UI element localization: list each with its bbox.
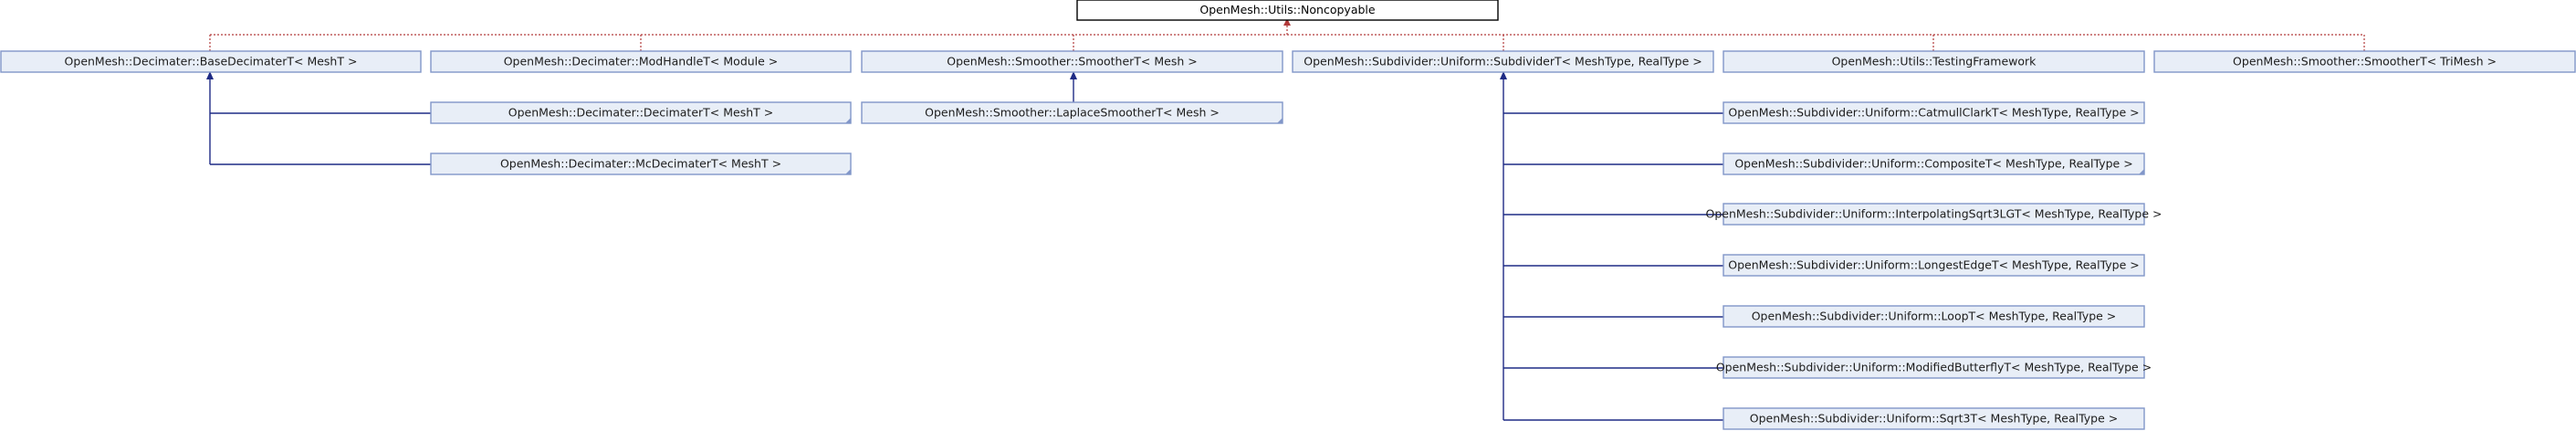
- node-label: OpenMesh::Subdivider::Uniform::LongestEd…: [1728, 258, 2139, 272]
- node-label: OpenMesh::Subdivider::Uniform::ModifiedB…: [1716, 361, 2152, 374]
- node-loop[interactable]: OpenMesh::Subdivider::Uniform::LoopT< Me…: [1723, 305, 2145, 328]
- node-base-decimater[interactable]: OpenMesh::Decimater::BaseDecimaterT< Mes…: [0, 50, 422, 73]
- edge-subdivider-children: [1503, 74, 1723, 421]
- node-testing-framework[interactable]: OpenMesh::Utils::TestingFramework: [1723, 50, 2145, 73]
- node-decimater[interactable]: OpenMesh::Decimater::DecimaterT< MeshT >: [430, 101, 852, 124]
- node-mod-handle[interactable]: OpenMesh::Decimater::ModHandleT< Module …: [430, 50, 852, 73]
- subdivider-arrowhead: [1500, 71, 1507, 79]
- node-label: OpenMesh::Utils::TestingFramework: [1832, 55, 2037, 68]
- node-mc-decimater[interactable]: OpenMesh::Decimater::McDecimaterT< MeshT…: [430, 152, 852, 175]
- corner-marker: [2139, 169, 2144, 174]
- node-label: OpenMesh::Subdivider::Uniform::Subdivide…: [1304, 55, 1702, 68]
- node-sqrt3[interactable]: OpenMesh::Subdivider::Uniform::Sqrt3T< M…: [1723, 407, 2145, 430]
- node-utils-noncopyable[interactable]: OpenMesh::Utils::Noncopyable: [1076, 0, 1499, 21]
- smoother-arrowhead: [1070, 71, 1077, 79]
- node-longest-edge[interactable]: OpenMesh::Subdivider::Uniform::LongestEd…: [1723, 254, 2145, 277]
- node-label: OpenMesh::Subdivider::Uniform::LoopT< Me…: [1752, 310, 2117, 323]
- edges: [206, 18, 2365, 421]
- node-smoother[interactable]: OpenMesh::Smoother::SmootherT< Mesh >: [861, 50, 1283, 73]
- node-label: OpenMesh::Smoother::SmootherT< Mesh >: [947, 55, 1197, 68]
- edge-base-decimater-children: [209, 74, 431, 165]
- node-catmull-clark[interactable]: OpenMesh::Subdivider::Uniform::CatmullCl…: [1723, 101, 2145, 124]
- node-label: OpenMesh::Smoother::LaplaceSmootherT< Me…: [925, 106, 1220, 120]
- node-smoother-trimesh[interactable]: OpenMesh::Smoother::SmootherT< TriMesh >: [2153, 50, 2576, 73]
- corner-marker: [845, 169, 851, 174]
- node-composite[interactable]: OpenMesh::Subdivider::Uniform::Composite…: [1723, 152, 2145, 175]
- node-label: OpenMesh::Subdivider::Uniform::Sqrt3T< M…: [1750, 412, 2119, 426]
- node-label: OpenMesh::Subdivider::Uniform::CatmullCl…: [1728, 106, 2139, 120]
- node-modified-butterfly[interactable]: OpenMesh::Subdivider::Uniform::ModifiedB…: [1716, 356, 2152, 379]
- node-label: OpenMesh::Subdivider::Uniform::Composite…: [1734, 157, 2132, 171]
- corner-marker: [1277, 118, 1283, 123]
- node-label: OpenMesh::Decimater::DecimaterT< MeshT >: [508, 106, 773, 120]
- node-label: OpenMesh::Subdivider::Uniform::Interpola…: [1706, 207, 2162, 221]
- node-label: OpenMesh::Decimater::BaseDecimaterT< Mes…: [65, 55, 358, 68]
- node-subdivider[interactable]: OpenMesh::Subdivider::Uniform::Subdivide…: [1292, 50, 1714, 73]
- node-label: OpenMesh::Decimater::ModHandleT< Module …: [504, 55, 779, 68]
- corner-marker: [845, 118, 851, 123]
- dashed-edge-arrowhead: [1283, 18, 1291, 26]
- node-laplace-smoother[interactable]: OpenMesh::Smoother::LaplaceSmootherT< Me…: [861, 101, 1283, 124]
- node-label: OpenMesh::Decimater::McDecimaterT< MeshT…: [500, 157, 781, 171]
- base-decimater-arrowhead: [206, 71, 214, 79]
- dashed-edge-group: [209, 22, 2365, 51]
- node-label: OpenMesh::Utils::Noncopyable: [1199, 3, 1375, 16]
- node-label: OpenMesh::Smoother::SmootherT< TriMesh >: [2233, 55, 2497, 68]
- node-interpolating-sqrt3[interactable]: OpenMesh::Subdivider::Uniform::Interpola…: [1706, 203, 2162, 226]
